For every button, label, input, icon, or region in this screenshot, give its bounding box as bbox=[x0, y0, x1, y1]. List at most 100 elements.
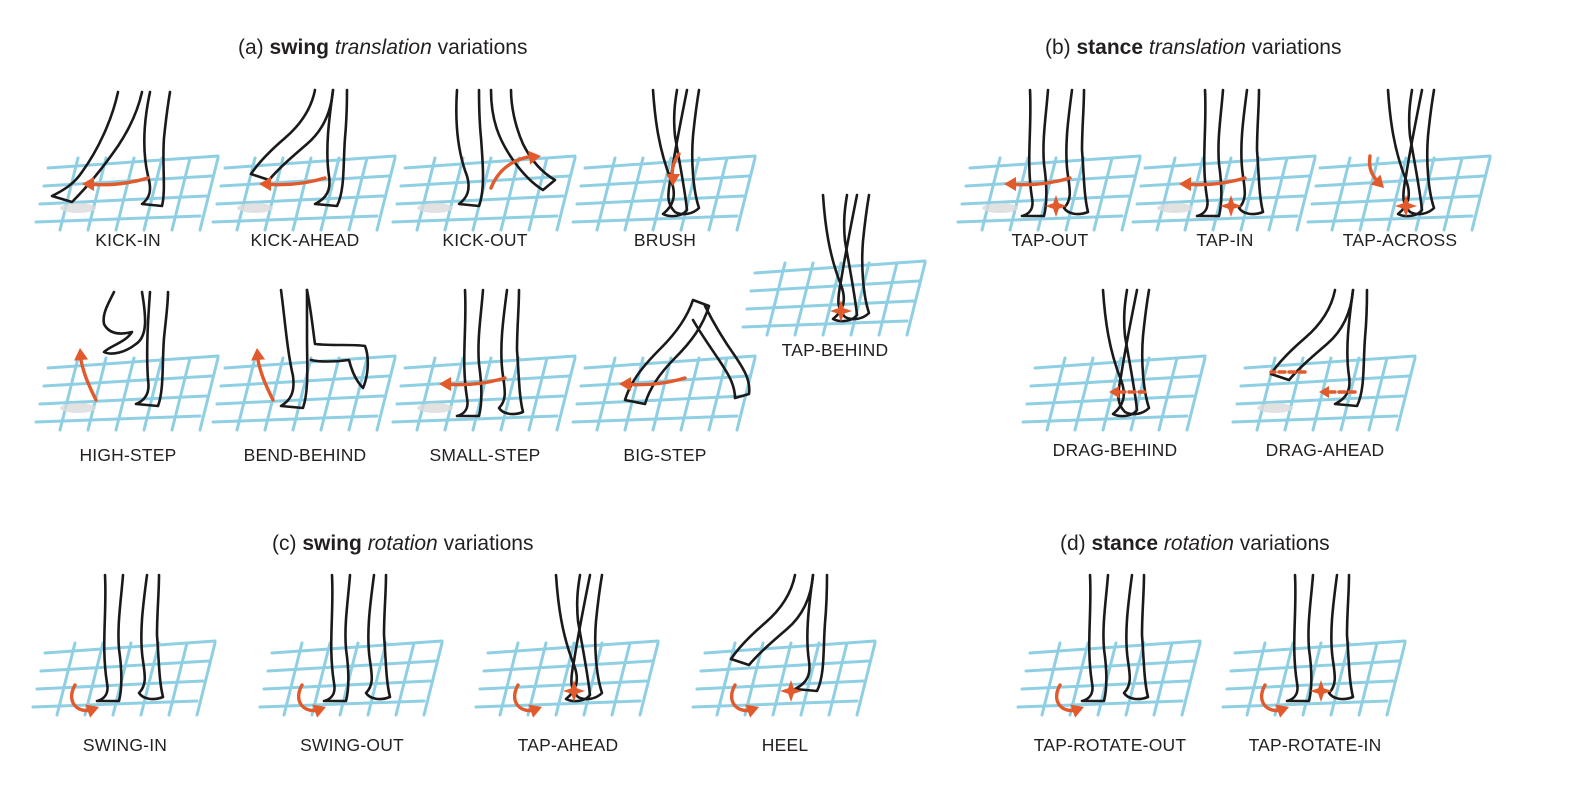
arrowhead bbox=[1004, 177, 1016, 191]
motion-arrow-icon bbox=[1259, 683, 1289, 718]
legs-illustration bbox=[1021, 288, 1207, 432]
right-leg bbox=[134, 290, 170, 408]
right-leg bbox=[305, 288, 370, 390]
tap-star-icon bbox=[1045, 195, 1067, 217]
floor-grid bbox=[1221, 639, 1407, 717]
variation-label: TAP-BEHIND bbox=[781, 340, 889, 360]
right-leg bbox=[313, 88, 349, 208]
left-leg bbox=[1080, 573, 1110, 703]
right-leg bbox=[1062, 88, 1090, 216]
legs-illustration bbox=[211, 88, 397, 232]
motion-arrow-icon bbox=[729, 683, 759, 718]
right-leg bbox=[570, 573, 604, 701]
right-leg bbox=[364, 573, 392, 701]
variation-label: TAP-ROTATE-OUT bbox=[1033, 735, 1187, 755]
arrowhead bbox=[312, 704, 326, 718]
title-italic: translation bbox=[1148, 36, 1246, 59]
title-suffix: variations bbox=[1233, 532, 1330, 555]
right-leg bbox=[1327, 573, 1355, 701]
right-leg bbox=[1402, 88, 1436, 216]
variation-label: TAP-OUT bbox=[1011, 230, 1089, 250]
legs-illustration bbox=[211, 288, 397, 432]
variation-drag-behind: DRAG-BEHIND bbox=[1021, 280, 1207, 490]
arrowhead bbox=[1370, 174, 1384, 188]
arrowhead bbox=[619, 377, 631, 391]
arrowhead bbox=[259, 177, 271, 191]
left-leg bbox=[455, 288, 485, 418]
arrowhead bbox=[666, 174, 680, 186]
floor-grid bbox=[474, 639, 660, 717]
floor-grid bbox=[1016, 639, 1202, 717]
title-prefix: (c) bbox=[272, 532, 303, 555]
title-bold: swing bbox=[302, 532, 362, 555]
right-leg bbox=[691, 304, 751, 400]
title-italic: rotation bbox=[367, 532, 438, 555]
variation-small-step: SMALL-STEP bbox=[391, 280, 577, 490]
left-leg bbox=[1269, 288, 1355, 382]
variation-label: TAP-ACROSS bbox=[1342, 230, 1458, 250]
left-leg bbox=[249, 88, 335, 182]
right-leg bbox=[837, 193, 871, 321]
variation-label: TAP-ROTATE-IN bbox=[1248, 735, 1382, 755]
title-prefix: (b) bbox=[1045, 36, 1077, 59]
title-suffix: variations bbox=[1245, 36, 1342, 59]
title-bold: stance bbox=[1091, 532, 1159, 555]
title-suffix: variations bbox=[437, 532, 534, 555]
foot-shadow bbox=[60, 403, 96, 413]
tap-star-icon bbox=[780, 680, 802, 702]
motion-arrow-icon bbox=[1109, 386, 1147, 398]
variation-tap-rotate-out: TAP-ROTATE-OUT bbox=[1016, 565, 1202, 775]
foot-shadow bbox=[1157, 203, 1193, 213]
variation-label: KICK-OUT bbox=[442, 230, 528, 250]
tap-star-icon bbox=[1395, 195, 1417, 217]
foot-shadow bbox=[417, 203, 453, 213]
variation-label: SWING-OUT bbox=[300, 735, 404, 755]
floor-grid bbox=[1231, 354, 1417, 432]
arrowhead bbox=[82, 177, 94, 191]
motion-arrow-icon bbox=[619, 376, 687, 391]
variation-label: DRAG-BEHIND bbox=[1052, 440, 1178, 460]
motion-arrow-icon bbox=[1269, 370, 1357, 398]
motion-arrow-icon bbox=[69, 683, 99, 718]
variation-label: TAP-AHEAD bbox=[517, 735, 619, 755]
legs-illustration bbox=[1231, 288, 1417, 432]
variation-swing-in: SWING-IN bbox=[31, 565, 217, 775]
arrowhead bbox=[1319, 386, 1329, 398]
floor-grid bbox=[1131, 154, 1317, 232]
title-suffix: variations bbox=[431, 36, 528, 59]
motion-arrow-icon bbox=[1054, 683, 1084, 718]
motion-arrow-icon bbox=[1179, 176, 1247, 191]
floor-grid bbox=[34, 154, 220, 232]
right-leg bbox=[1333, 288, 1369, 408]
arrow-path bbox=[255, 352, 275, 402]
motion-arrow-icon bbox=[82, 176, 150, 191]
variation-label: BIG-STEP bbox=[623, 445, 707, 465]
arrowhead bbox=[439, 377, 451, 391]
variation-high-step: HIGH-STEP bbox=[34, 280, 220, 490]
floor-grid bbox=[258, 639, 444, 717]
right-leg bbox=[1237, 88, 1265, 216]
variation-label: DRAG-AHEAD bbox=[1265, 440, 1385, 460]
legs-illustration bbox=[391, 288, 577, 432]
legs-illustration bbox=[571, 88, 757, 232]
arrowhead bbox=[1275, 704, 1289, 718]
left-leg bbox=[623, 298, 711, 406]
right-leg bbox=[489, 88, 557, 192]
title-italic: translation bbox=[334, 36, 432, 59]
title-bold: stance bbox=[1076, 36, 1144, 59]
variation-kick-out: KICK-OUT bbox=[391, 80, 577, 290]
variation-label: KICK-AHEAD bbox=[250, 230, 360, 250]
floor-grid bbox=[391, 354, 577, 432]
variation-label: KICK-IN bbox=[95, 230, 161, 250]
variation-tap-rotate-in: TAP-ROTATE-IN bbox=[1221, 565, 1407, 775]
variation-label: BEND-BEHIND bbox=[243, 445, 367, 465]
motion-arrow-icon bbox=[74, 348, 98, 402]
variation-bend-behind: BEND-BEHIND bbox=[211, 280, 397, 490]
section-c-title: (c) swing rotation variations bbox=[272, 532, 533, 556]
left-leg bbox=[1195, 88, 1225, 218]
floor-grid bbox=[34, 354, 220, 432]
motion-arrow-icon bbox=[439, 376, 507, 391]
legs-illustration bbox=[1306, 88, 1492, 232]
legs-illustration bbox=[34, 290, 220, 432]
left-leg bbox=[455, 88, 485, 208]
